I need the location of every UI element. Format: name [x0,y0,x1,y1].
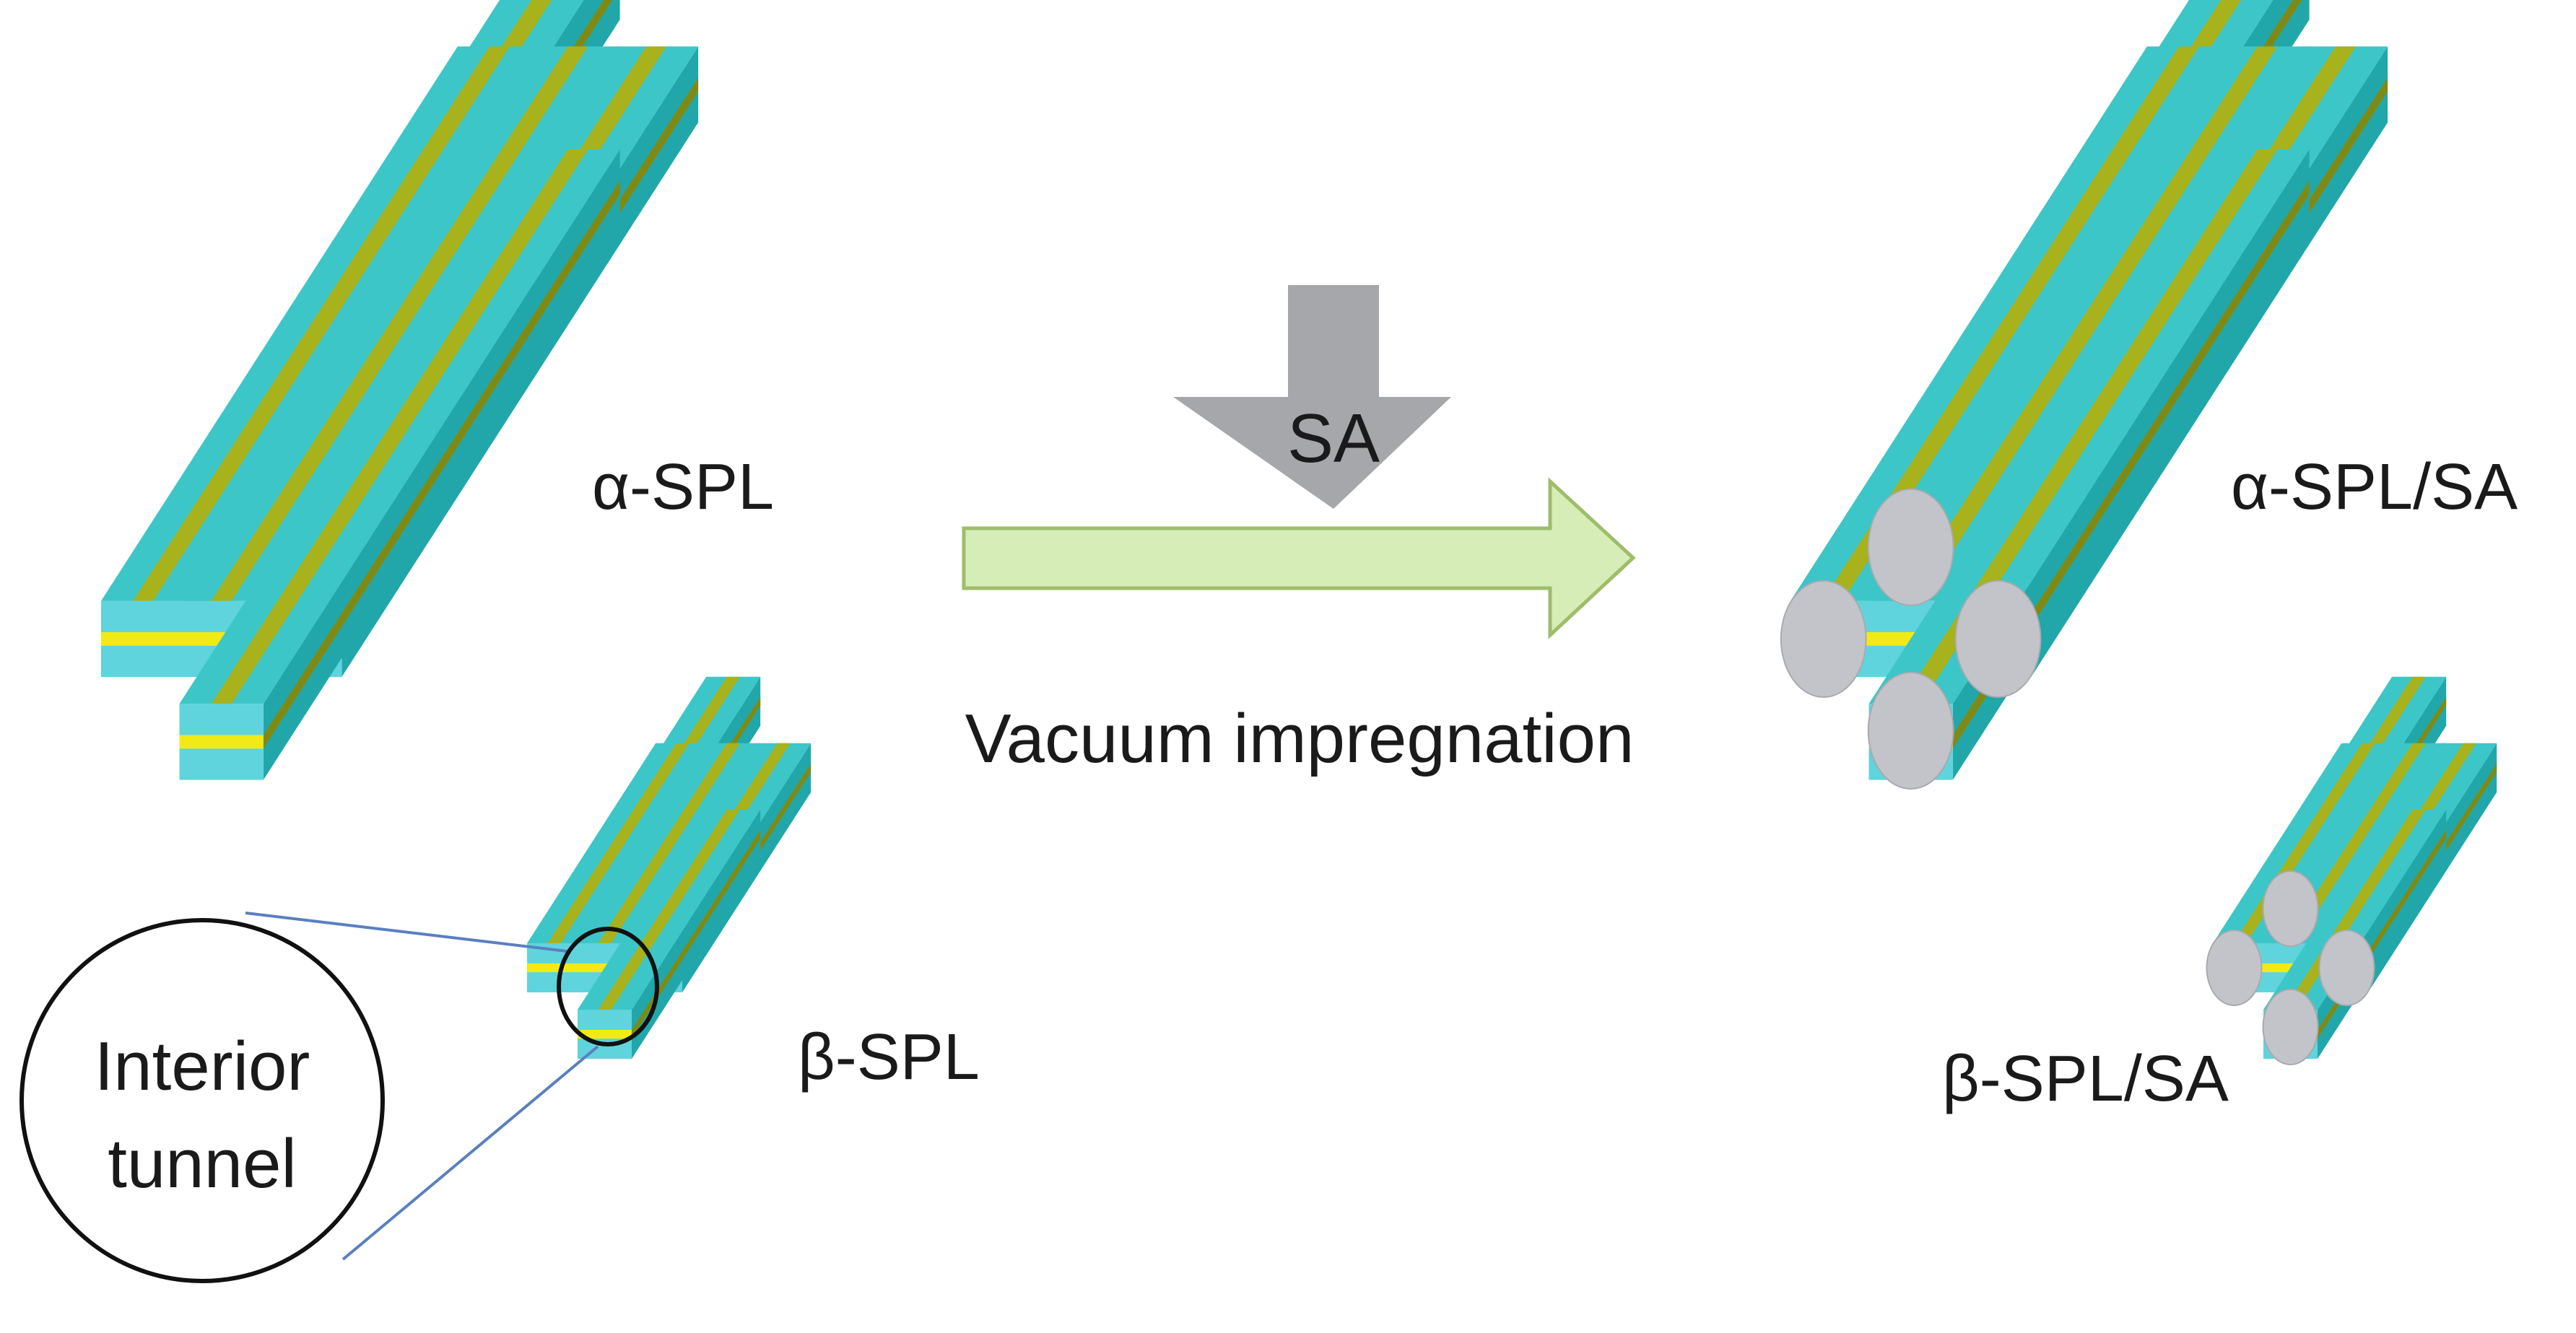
sa-filler [2262,870,2319,947]
beta-spl-sa-label: β-SPL/SA [1942,1043,2229,1115]
rod-bottom [179,149,620,780]
callout-text-line1: Interior [95,1028,310,1105]
sa-filler-group [2206,870,2375,1065]
sa-filler [2206,930,2263,1006]
beta-spl-bundle [527,676,811,1059]
alpha-spl-sa-bundle [1780,0,2388,790]
process-label: Vacuum impregnation [965,700,1635,777]
process-arrow [962,477,1636,639]
sa-filler [1780,580,1867,698]
sa-filler [1867,488,1954,606]
sa-filler [2262,989,2319,1065]
beta-spl-sa-bundle [2206,676,2497,1065]
tunnel-highlight-circle [557,927,659,1046]
sa-filler-group [1780,488,2042,790]
structures-layer [101,0,2497,1065]
rod-bottom [578,809,761,1059]
sa-filler [1954,580,2042,698]
callout-line-bottom [341,1045,599,1261]
alpha-spl-bundle [101,0,699,780]
rod-bottom [1868,149,2310,780]
callout-text-line2: tunnel [108,1125,297,1202]
beta-spl-label: β-SPL [798,1021,980,1093]
callout-circle [19,918,385,1283]
sa-label: SA [1287,400,1380,477]
sa-filler [2318,930,2375,1006]
sa-arrow [1173,285,1451,509]
alpha-spl-sa-label: α-SPL/SA [2231,451,2518,523]
callout-line-top [245,912,567,953]
alpha-spl-label: α-SPL [592,451,774,523]
sa-filler [1867,671,1954,790]
